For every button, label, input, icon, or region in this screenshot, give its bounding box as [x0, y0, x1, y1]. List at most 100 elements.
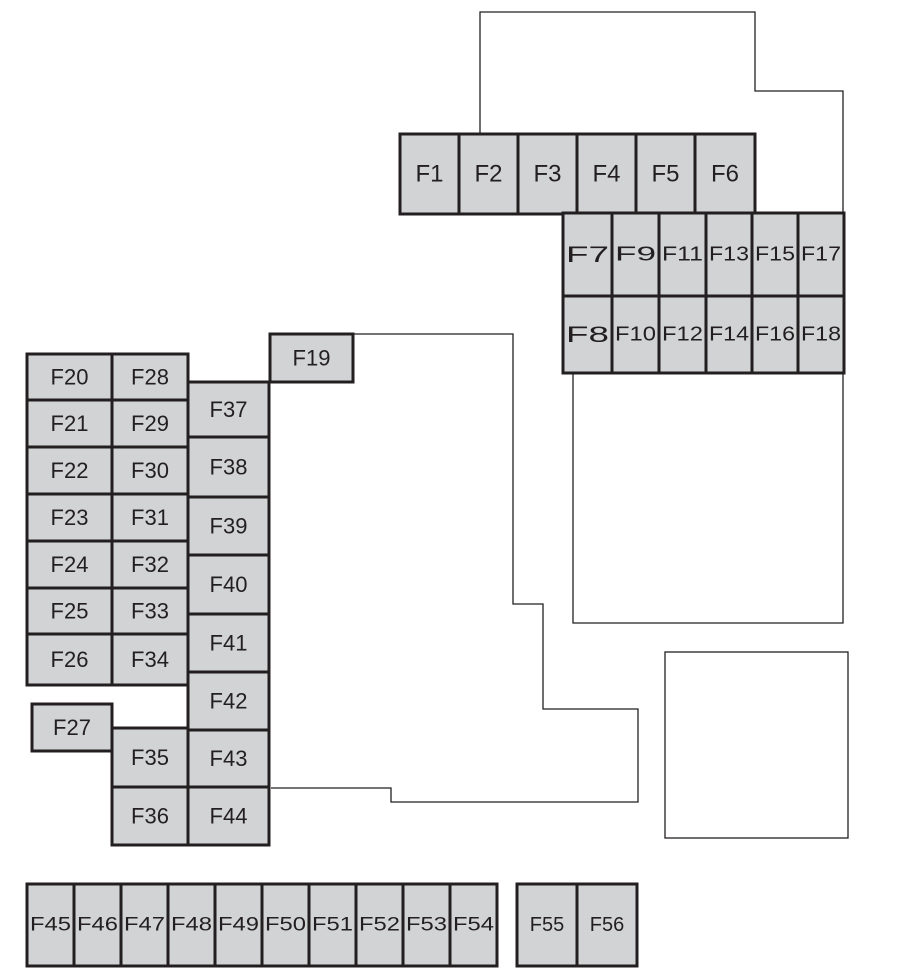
fuse-f54: F54 — [448, 882, 499, 968]
fuse-slot — [213, 882, 264, 968]
fuse-slot — [25, 445, 114, 496]
fuse-slot — [166, 882, 217, 968]
fuse-f48: F48 — [166, 882, 217, 968]
fuse-slot — [750, 294, 800, 375]
fuse-f12: F12 — [657, 294, 708, 375]
fuse-label: F24 — [51, 552, 89, 577]
fuse-f25: F25 — [25, 586, 114, 636]
fuse-label: F1 — [415, 161, 443, 188]
fuse-slot — [186, 435, 271, 499]
fuse-label: F54 — [453, 915, 495, 936]
fuse-f42: F42 — [186, 670, 271, 732]
fuse-f49: F49 — [213, 882, 264, 968]
fuse-f52: F52 — [354, 882, 405, 968]
fuse-f46: F46 — [72, 882, 123, 968]
right-housing-outline — [572, 373, 844, 624]
fuse-label: F18 — [801, 324, 841, 346]
fuse-f22: F22 — [25, 445, 114, 496]
fuse-f39: F39 — [186, 495, 271, 557]
fuse-label: F37 — [210, 397, 248, 422]
fuse-f29: F29 — [110, 398, 190, 449]
fuse-f9: F9 — [610, 211, 661, 298]
fuse-slot — [796, 294, 846, 375]
fuse-label: F45 — [30, 915, 71, 936]
fuse-f50: F50 — [260, 882, 311, 968]
fuse-f44: F44 — [186, 785, 271, 847]
fuse-f16: F16 — [750, 294, 800, 375]
fuse-label: F3 — [533, 161, 561, 188]
fuse-slot — [268, 332, 355, 384]
fuse-label: F14 — [709, 324, 749, 346]
fuse-label: F4 — [592, 161, 620, 188]
fuse-slot — [750, 211, 800, 298]
fuse-f30: F30 — [110, 445, 190, 496]
fuse-f2: F2 — [457, 132, 520, 216]
fuse-label: F47 — [124, 915, 165, 936]
fuse-label: F8 — [566, 322, 609, 347]
fuse-f7: F7 — [561, 211, 614, 298]
fuse-f27: F27 — [30, 702, 114, 753]
fuse-label: F52 — [359, 915, 400, 936]
fuse-label: F19 — [293, 346, 331, 371]
fuse-slot — [110, 632, 190, 687]
fuse-slot — [186, 670, 271, 732]
fuse-slot — [457, 132, 520, 216]
fuse-slot — [110, 445, 190, 496]
fuse-f3: F3 — [516, 132, 579, 216]
fuse-slot — [110, 785, 190, 847]
fuse-f35: F35 — [110, 726, 190, 789]
fuse-f1: F1 — [398, 132, 461, 216]
fuse-label: F21 — [51, 411, 89, 436]
fuse-label: F10 — [615, 324, 656, 346]
fuse-label: F35 — [131, 745, 169, 770]
fuse-slot — [398, 132, 461, 216]
fuse-label: F16 — [755, 324, 795, 346]
fuse-f51: F51 — [307, 882, 358, 968]
fuse-label: F17 — [801, 244, 841, 266]
fuse-f13: F13 — [704, 211, 754, 298]
upper-housing-outline — [479, 11, 844, 213]
right-box-outline — [664, 651, 849, 839]
fuse-f18: F18 — [796, 294, 846, 375]
fuse-f10: F10 — [610, 294, 661, 375]
fuse-slot — [25, 632, 114, 687]
fuse-f43: F43 — [186, 728, 271, 789]
fuse-label: F30 — [131, 458, 169, 483]
fuse-f21: F21 — [25, 398, 114, 449]
fuse-f11: F11 — [657, 211, 708, 298]
fuse-label: F40 — [210, 572, 248, 597]
fuse-label: F48 — [171, 915, 212, 936]
fuse-f14: F14 — [704, 294, 754, 375]
fuse-label: F41 — [210, 631, 248, 656]
fuse-label: F56 — [590, 914, 624, 936]
fuse-slot — [401, 882, 452, 968]
fuse-slot — [25, 882, 76, 968]
fuse-label: F26 — [51, 647, 89, 672]
fuse-f36: F36 — [110, 785, 190, 847]
fuse-label: F5 — [651, 161, 679, 188]
fuse-f24: F24 — [25, 539, 114, 590]
fuse-slot — [110, 352, 190, 402]
fuse-label: F25 — [51, 599, 89, 624]
fuse-f31: F31 — [110, 492, 190, 543]
fuse-label: F6 — [711, 161, 739, 188]
fuse-label: F34 — [131, 647, 169, 672]
fuse-f33: F33 — [110, 586, 190, 636]
fuse-label: F28 — [131, 365, 169, 390]
fuse-label: F31 — [131, 505, 169, 530]
fuse-label: F13 — [709, 244, 749, 266]
fuse-f34: F34 — [110, 632, 190, 687]
fuse-slot — [657, 294, 708, 375]
fuse-label: F46 — [77, 915, 118, 936]
fuse-f47: F47 — [119, 882, 170, 968]
fuse-slot — [110, 726, 190, 789]
fuse-label: F2 — [474, 161, 502, 188]
fuse-f56: F56 — [575, 882, 639, 968]
fuse-label: F32 — [131, 552, 169, 577]
fuse-label: F7 — [566, 242, 609, 267]
fuse-slot — [119, 882, 170, 968]
fuse-slot — [561, 211, 614, 298]
fuse-label: F43 — [210, 746, 248, 771]
fuse-label: F55 — [530, 914, 564, 936]
fuse-label: F39 — [210, 514, 248, 539]
